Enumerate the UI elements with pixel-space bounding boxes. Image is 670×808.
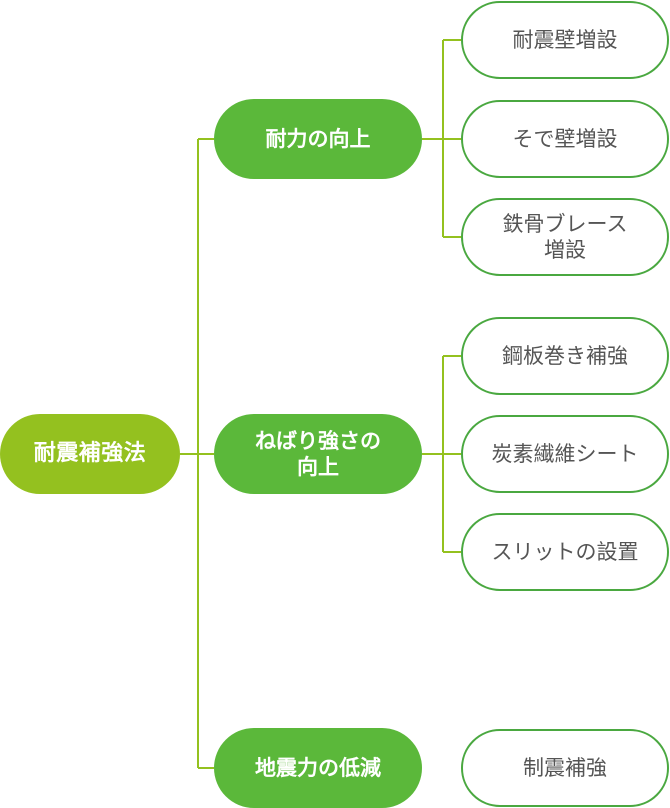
branch-node-seismic-reduction: 地震力の低減 <box>214 728 422 808</box>
leaf-node-damping: 制震補強 <box>461 729 669 807</box>
leaf-node-carbon-fiber-sheet: 炭素繊維シート <box>461 415 669 493</box>
leaf-node-steel-jacketing: 鋼板巻き補強 <box>461 317 669 395</box>
branch-node-ductility: ねばり強さの 向上 <box>214 414 422 494</box>
leaf-node-slit: スリットの設置 <box>461 513 669 591</box>
leaf-node-wing-wall: そで壁増設 <box>461 100 669 178</box>
root-node: 耐震補強法 <box>0 414 180 494</box>
leaf-node-shear-wall: 耐震壁増設 <box>461 1 669 79</box>
leaf-node-steel-brace: 鉄骨ブレース 増設 <box>461 198 669 276</box>
branch-node-strength: 耐力の向上 <box>214 99 422 179</box>
